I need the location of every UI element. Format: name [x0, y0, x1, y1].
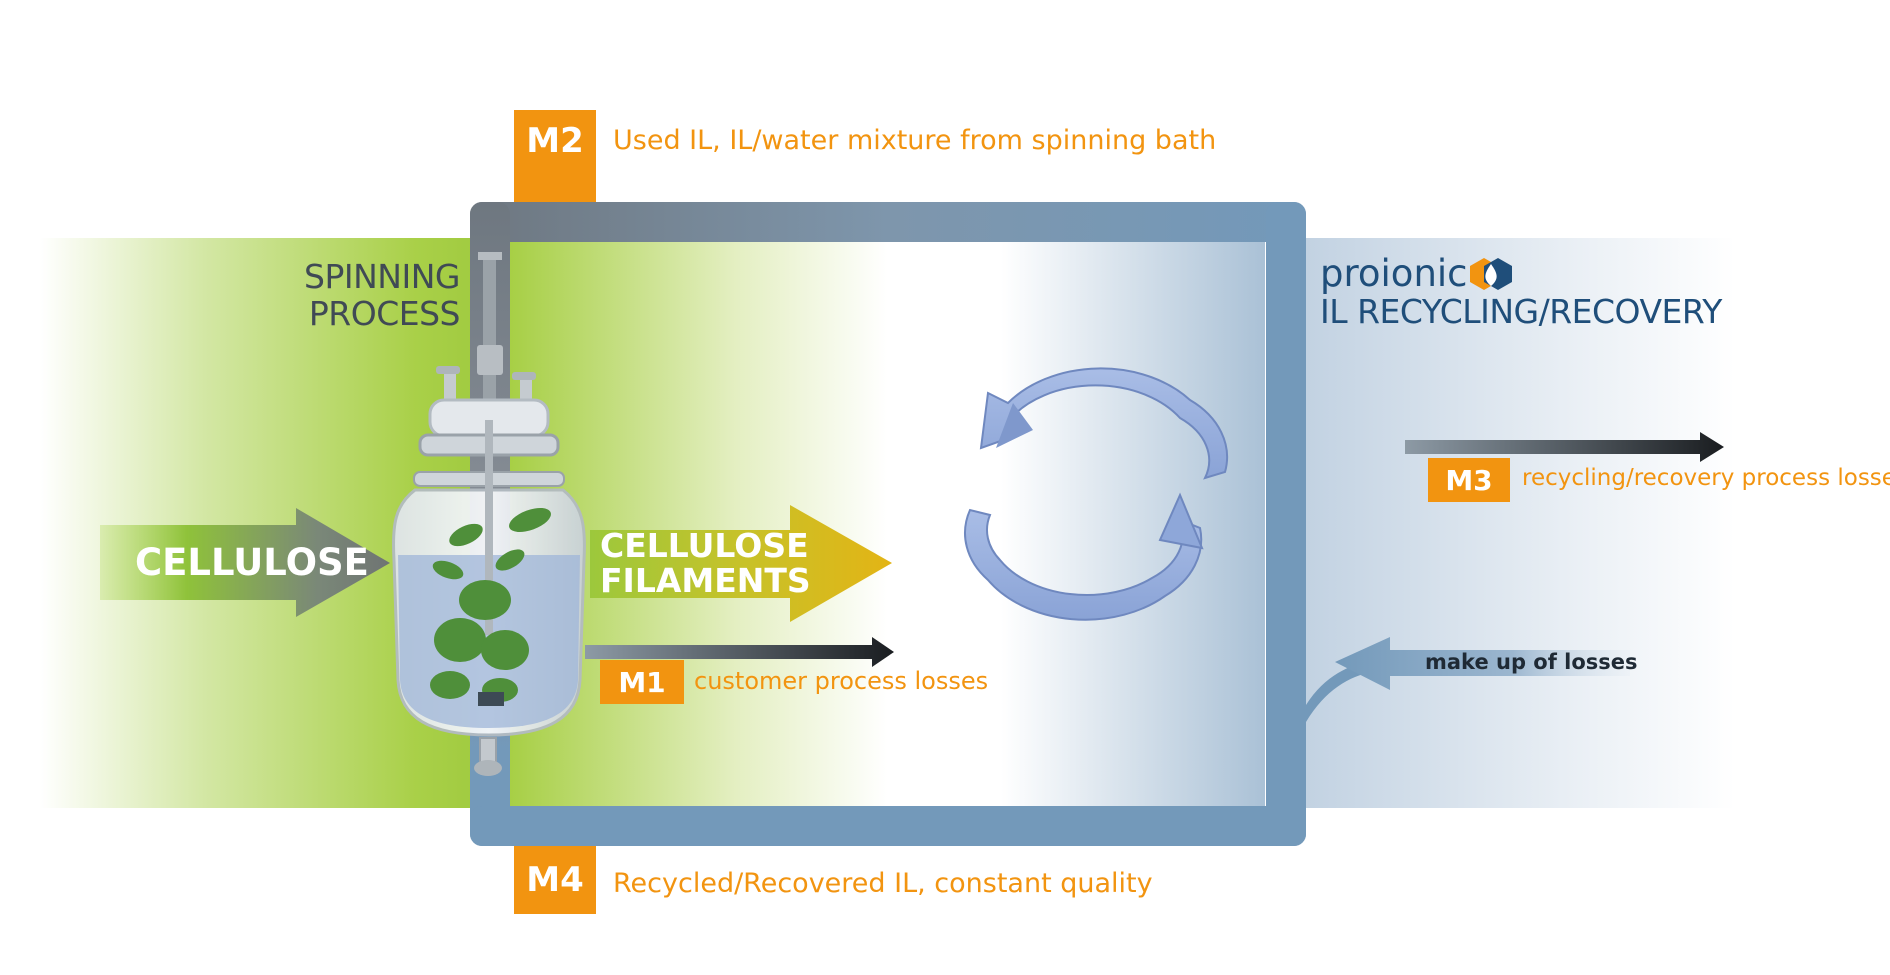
m2-label: Used IL, IL/water mixture from spinning … — [613, 125, 1217, 156]
m2-badge: M2 — [514, 110, 596, 172]
recycle-icon — [964, 367, 1229, 621]
filaments-label-line2: FILAMENTS — [600, 561, 811, 600]
filaments-label-line1: CELLULOSE — [600, 526, 809, 565]
m3-label: recycling/recovery process losses — [1522, 465, 1890, 491]
cellulose-label: CELLULOSE — [135, 541, 369, 584]
cellulose-arrow — [100, 508, 390, 617]
m1-label: customer process losses — [694, 667, 989, 695]
brand-logo-icon — [1470, 258, 1512, 290]
cellulose-filaments-label: CELLULOSE FILAMENTS — [600, 528, 811, 598]
makeup-connector — [1306, 660, 1372, 722]
makeup-arrow — [1335, 637, 1630, 690]
m1-code: M1 — [618, 665, 666, 699]
brand-name: proionic — [1320, 252, 1468, 295]
spinning-process-title: SPINNING PROCESS — [250, 258, 460, 332]
inner-loop-background — [510, 240, 1265, 806]
spinning-title-line1: SPINNING — [304, 257, 460, 296]
reactor-vessel-icon — [392, 252, 586, 776]
m1-loss-arrow — [585, 637, 894, 667]
m3-badge: M3 — [1428, 458, 1510, 502]
cellulose-filaments-arrow — [590, 505, 892, 622]
recycling-zone-background — [1305, 238, 1735, 808]
m4-label: Recycled/Recovered IL, constant quality — [613, 868, 1153, 899]
recycling-title: IL RECYCLING/RECOVERY — [1320, 292, 1722, 331]
makeup-label: make up of losses — [1425, 650, 1638, 674]
m4-code: M4 — [526, 860, 584, 900]
m4-badge: M4 — [514, 848, 596, 912]
m2-code: M2 — [526, 121, 584, 161]
spinning-title-line2: PROCESS — [308, 294, 461, 333]
m3-code: M3 — [1445, 463, 1493, 497]
m1-badge: M1 — [600, 660, 684, 704]
m3-loss-arrow — [1405, 432, 1724, 462]
